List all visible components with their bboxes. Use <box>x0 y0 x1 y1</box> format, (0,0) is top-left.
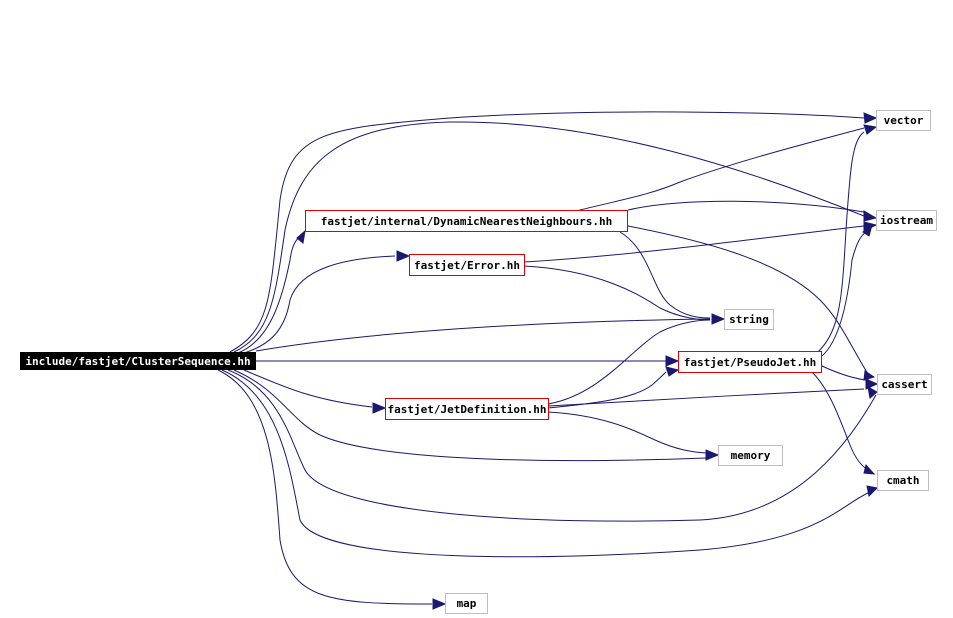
arrowhead-dnn <box>296 229 306 244</box>
edge-pseudojet-vector <box>817 131 865 353</box>
arrowhead-pseudojet <box>665 355 680 367</box>
arrowhead-vector-2 <box>863 124 878 135</box>
arrowhead-vector <box>863 112 878 124</box>
node-pseudojet[interactable]: fastjet/PseudoJet.hh <box>678 351 822 373</box>
arrowhead-cmath <box>866 485 879 498</box>
edge-root-map <box>217 369 433 605</box>
edge-root-iostream <box>233 121 865 353</box>
edge-root-cmath <box>221 369 871 558</box>
arrowhead-iostream <box>863 210 878 222</box>
edge-dnn-string <box>619 231 711 319</box>
arrowhead-jetdef <box>372 402 387 414</box>
edge-root-string <box>255 318 711 352</box>
node-vector[interactable]: vector <box>876 110 931 131</box>
arrowhead-pseudojet-2 <box>665 366 680 377</box>
arrowhead-error <box>396 250 411 262</box>
node-cluster-sequence-root[interactable]: include/fastjet/ClusterSequence.hh <box>20 352 256 370</box>
arrowhead-cassert-3 <box>863 370 876 381</box>
node-cassert[interactable]: cassert <box>877 374 932 395</box>
arrowhead-cmath-2 <box>863 463 876 475</box>
edge-dnn-vector <box>575 127 865 212</box>
node-iostream[interactable]: iostream <box>876 210 937 231</box>
arrowhead-iostream-3 <box>862 223 873 237</box>
edge-root-error <box>243 255 396 354</box>
edge-dnn-iostream <box>627 200 865 213</box>
edge-root-memory <box>233 369 707 462</box>
edge-error-iostream <box>523 225 865 263</box>
node-string[interactable]: string <box>724 309 774 330</box>
edge-root-cassert <box>227 369 877 522</box>
arrowhead-cassert-2 <box>867 386 878 399</box>
edge-dnn-cassert <box>627 225 869 375</box>
node-dynamic-nearest-neighbours[interactable]: fastjet/internal/DynamicNearestNeighbour… <box>305 210 628 232</box>
edge-pseudojet-cassert <box>821 365 867 381</box>
edge-root-jetdef <box>243 369 373 408</box>
node-jet-definition[interactable]: fastjet/JetDefinition.hh <box>385 398 549 420</box>
node-error[interactable]: fastjet/Error.hh <box>409 254 525 276</box>
edge-pseudojet-iostream <box>821 231 867 357</box>
node-map[interactable]: map <box>445 593 488 614</box>
arrowhead-cassert <box>865 378 879 390</box>
arrowhead-map <box>432 598 447 610</box>
node-cmath[interactable]: cmath <box>877 470 929 491</box>
edge-root-vector <box>229 111 865 353</box>
arrowhead-memory <box>705 449 720 461</box>
arrowhead-string <box>711 313 726 325</box>
edge-pseudojet-cmath <box>811 371 869 471</box>
node-memory[interactable]: memory <box>718 445 783 466</box>
edge-jetdef-cassert <box>547 388 865 407</box>
edge-jetdef-memory <box>547 411 707 454</box>
edge-jetdef-string <box>547 319 711 405</box>
edge-root-dnn <box>237 235 301 354</box>
edge-error-string <box>523 265 711 321</box>
